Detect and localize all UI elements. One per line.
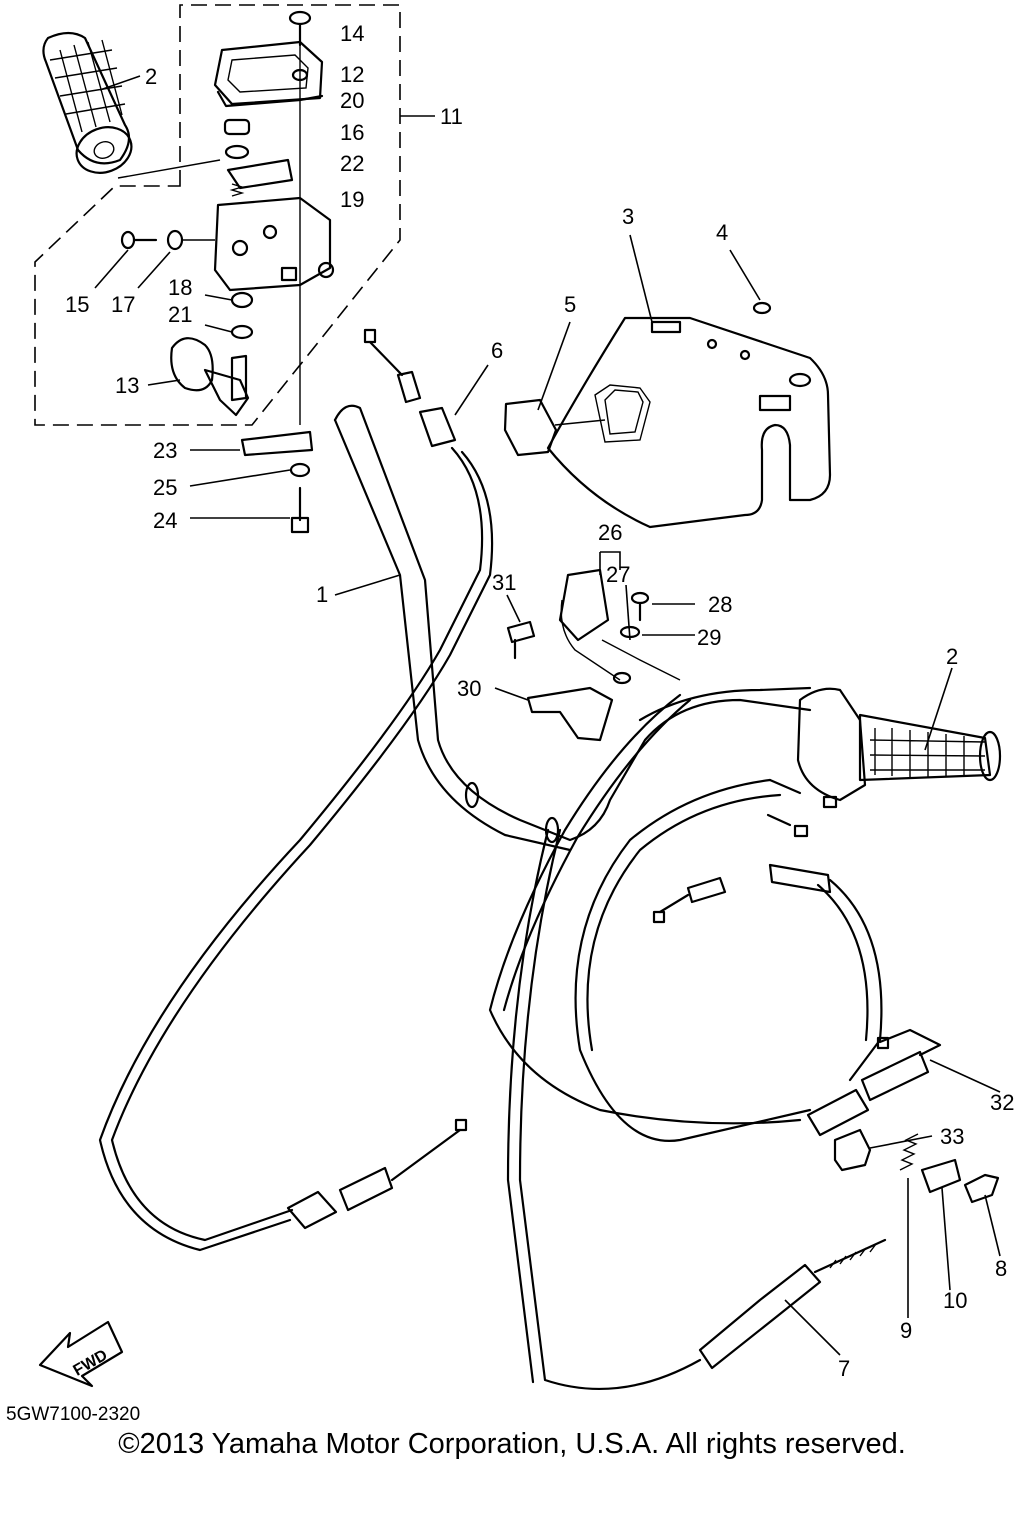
callout-1: 1 (316, 582, 328, 607)
callout-3: 3 (622, 204, 634, 229)
grip-right (796, 687, 1002, 802)
fwd-arrow-icon (38, 1320, 124, 1388)
leader-26 (599, 551, 621, 575)
callout-18: 18 (168, 275, 192, 300)
cable-ends (652, 778, 838, 924)
wing-nut-8 (963, 1173, 1000, 1204)
callout-19: 19 (340, 187, 364, 212)
diagram-code: 5GW7100-2320 (6, 1404, 141, 1425)
plate-19 (226, 158, 294, 190)
leader-18 (204, 294, 233, 301)
copyright-notice: ©2013 Yamaha Motor Corporation, U.S.A. A… (118, 1428, 906, 1460)
leader-21 (204, 324, 233, 333)
callout-28: 28 (708, 592, 732, 617)
grommet-4 (752, 301, 772, 315)
cable-clamp-33 (833, 1128, 872, 1172)
bolt-31 (506, 620, 536, 660)
throttle-cable (98, 328, 494, 1252)
leader-32 (929, 1059, 1001, 1093)
switch-cover (213, 40, 324, 108)
brake-cables (488, 693, 942, 1390)
callout-10: 10 (943, 1288, 967, 1313)
throttle-lever-13 (170, 337, 250, 417)
bolt-24 (290, 486, 310, 534)
callout-9: 9 (900, 1318, 912, 1343)
callout-7: 7 (838, 1356, 850, 1381)
leader-27 (625, 584, 631, 641)
screw-28 (630, 591, 650, 622)
callout-25: 25 (153, 475, 177, 500)
leader-3 (629, 234, 653, 323)
spring-19 (229, 183, 245, 197)
callout-31: 31 (492, 570, 516, 595)
washer-22 (224, 144, 250, 160)
callout-11: 11 (440, 104, 463, 129)
callout-26: 26 (598, 520, 622, 545)
callout-22: 22 (340, 151, 364, 176)
callout-12: 12 (340, 62, 364, 87)
callout-2-right: 2 (946, 644, 958, 669)
screw-14 (288, 10, 312, 47)
callout-20: 20 (340, 88, 364, 113)
leader-8 (984, 1194, 1001, 1257)
leader-5b (554, 419, 606, 426)
leader-25 (189, 469, 291, 487)
washer-21 (230, 324, 254, 340)
leader-4 (729, 249, 761, 301)
washer-29 (619, 625, 641, 639)
leader-33 (869, 1135, 933, 1149)
callout-21: 21 (168, 302, 192, 327)
callout-2-left: 2 (145, 64, 157, 89)
callout-14: 14 (340, 21, 364, 46)
callout-4: 4 (716, 220, 728, 245)
callout-15: 15 (65, 292, 89, 317)
handlebar-cover (546, 316, 832, 529)
switch-assembly-26 (558, 568, 681, 685)
leader-13 (147, 379, 181, 386)
leader-6 (454, 364, 489, 416)
callout-29: 29 (697, 625, 721, 650)
leader-5 (537, 321, 571, 411)
leader-15 (94, 249, 129, 289)
grip-left (42, 31, 133, 174)
leader-7 (784, 1299, 841, 1356)
callout-5: 5 (564, 292, 576, 317)
callout-27: 27 (606, 562, 630, 587)
leader-2-left (99, 75, 141, 91)
spring-9 (899, 1133, 919, 1171)
callout-24: 24 (153, 508, 177, 533)
washer-25 (289, 462, 311, 478)
clamp-23 (240, 430, 314, 457)
grip-centerline (117, 159, 221, 179)
assembly-outline-11 (34, 4, 401, 426)
leader-1 (334, 574, 401, 596)
leader-10 (941, 1187, 951, 1291)
nut-16 (223, 118, 251, 136)
callout-30: 30 (457, 676, 481, 701)
handlebar (333, 404, 812, 852)
leader-2-right (924, 667, 953, 751)
callout-17: 17 (111, 292, 135, 317)
callout-13: 13 (115, 373, 139, 398)
screw-15 (120, 230, 158, 250)
bracket-30 (526, 686, 614, 742)
callout-32: 32 (990, 1090, 1014, 1115)
adjuster-10 (920, 1158, 962, 1194)
nut-17 (166, 229, 184, 251)
callout-6: 6 (491, 338, 503, 363)
switch-housing (213, 196, 335, 292)
callout-8: 8 (995, 1256, 1007, 1281)
callout-23: 23 (153, 438, 177, 463)
washer-18 (230, 291, 254, 309)
callout-16: 16 (340, 120, 364, 145)
leader-30 (494, 687, 529, 701)
callout-33: 33 (940, 1124, 964, 1149)
leader-31 (506, 594, 521, 623)
emblem-5 (503, 398, 558, 457)
leader-17 (137, 251, 171, 289)
